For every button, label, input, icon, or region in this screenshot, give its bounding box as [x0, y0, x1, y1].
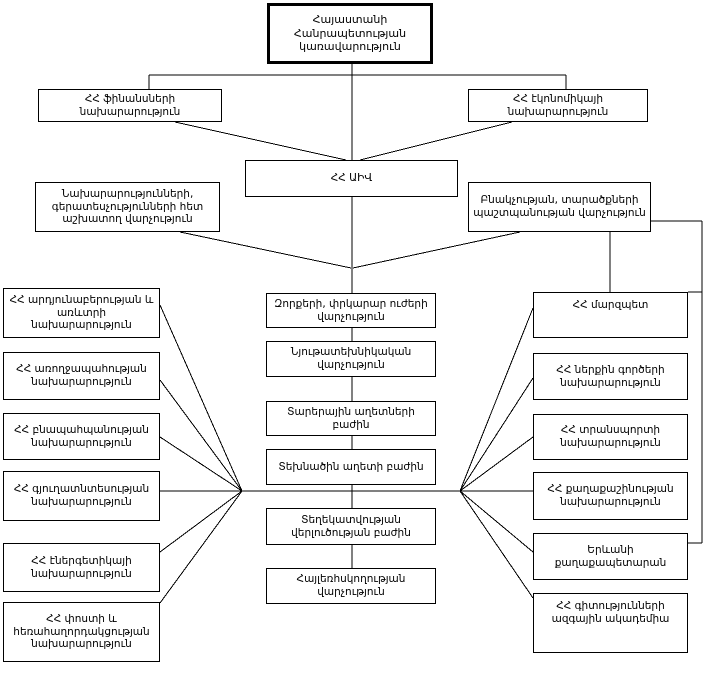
node-natural-disasters-div: Տարերային աղետների բաժին — [266, 401, 436, 436]
node-academy-of-sciences: ՀՀ գիտությունների ազգային ակադեմիա — [533, 593, 688, 653]
node-ministry-health: ՀՀ առողջապահության նախարարություն — [3, 352, 160, 400]
node-troops-rescue-dept: Զորքերի, փրկարար ուժերի վարչություն — [266, 293, 436, 328]
node-ministries-liaison-dept: Նախարարությունների, գերատեսչությունների … — [35, 182, 220, 232]
node-population-protection-dept: Բնակչության, տարածքների պաշտպանության վա… — [468, 182, 651, 232]
node-yerevan-municipality: Երևանի քաղաքապետարան — [533, 533, 688, 580]
node-ministry-internal-affairs: ՀՀ ներքին գործերի նախարարություն — [533, 353, 688, 400]
node-info-analysis-div: Տեղեկատվության վերլուծության բաժին — [266, 508, 436, 545]
node-ministry-agriculture: ՀՀ գյուղատնտեսության նախարարություն — [3, 471, 160, 521]
node-ministry-urban-development: ՀՀ քաղաքաշինության նախարարություն — [533, 472, 688, 520]
node-ministry-environment: ՀՀ բնապահպանության նախարարություն — [3, 413, 160, 460]
node-ministry-transport: ՀՀ տրանսպորտի նախարարություն — [533, 414, 688, 460]
node-marzpet: ՀՀ մարզպետ — [533, 292, 688, 338]
node-government: Հայաստանի Հանրապետության կառավարություն — [267, 3, 433, 64]
node-aiv: ՀՀ ԱԻՎ — [245, 160, 458, 197]
node-logistics-dept: Նյութատեխնիկական վարչություն — [266, 341, 436, 377]
node-ministry-finance: ՀՀ ֆինանսների նախարարություն — [38, 89, 222, 122]
node-ministry-industry-trade: ՀՀ արդյունաբերության և առևտրի նախարարութ… — [3, 288, 160, 338]
node-ministry-post-telecom: ՀՀ փոստի և հեռահաղորդակցության նախարարու… — [3, 602, 160, 662]
node-ministry-economy: ՀՀ էկոնոմիկայի նախարարություն — [468, 89, 648, 122]
node-ministry-energy: ՀՀ էներգետիկայի նախարարություն — [3, 543, 160, 592]
node-technogenic-disaster-div: Տեխնածին աղետի բաժին — [266, 449, 436, 485]
node-mountain-control-dept: Հայլեռհսկողության վարչություն — [266, 568, 436, 604]
